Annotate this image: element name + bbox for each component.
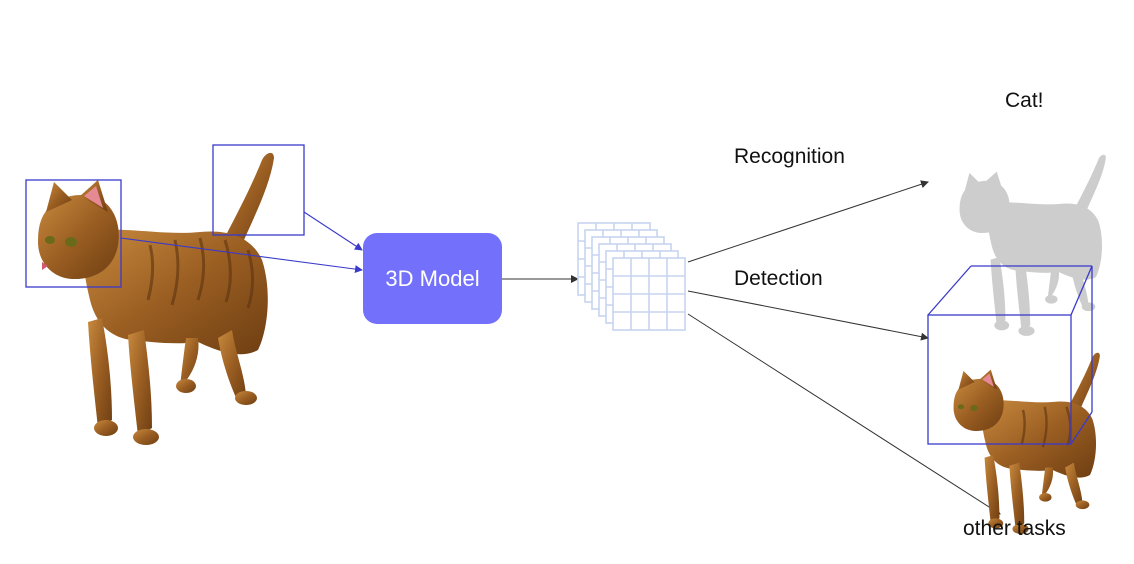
other-tasks-label: other tasks	[963, 517, 1066, 540]
recognition-result-label: Cat!	[1005, 89, 1044, 112]
recognized-cat-image	[959, 154, 1106, 336]
3d-model-label: 3D Model	[385, 265, 480, 291]
feature-map-stack	[577, 222, 686, 331]
input-cat-image	[38, 152, 274, 445]
tail-patch-box	[212, 144, 305, 236]
head-patch-box	[25, 179, 122, 288]
other-tasks-arrow	[687, 313, 1001, 515]
detection-3d-bounding-box	[927, 265, 1093, 445]
recognition-label: Recognition	[734, 145, 845, 168]
feature-map-layer	[612, 257, 686, 331]
detection-arrow	[687, 290, 929, 341]
head-to-model-arrow	[120, 237, 363, 274]
recognition-arrow	[687, 180, 929, 263]
detection-label: Detection	[734, 267, 823, 290]
tail-to-model-arrow	[303, 211, 363, 251]
3d-model-box: 3D Model	[363, 233, 502, 324]
